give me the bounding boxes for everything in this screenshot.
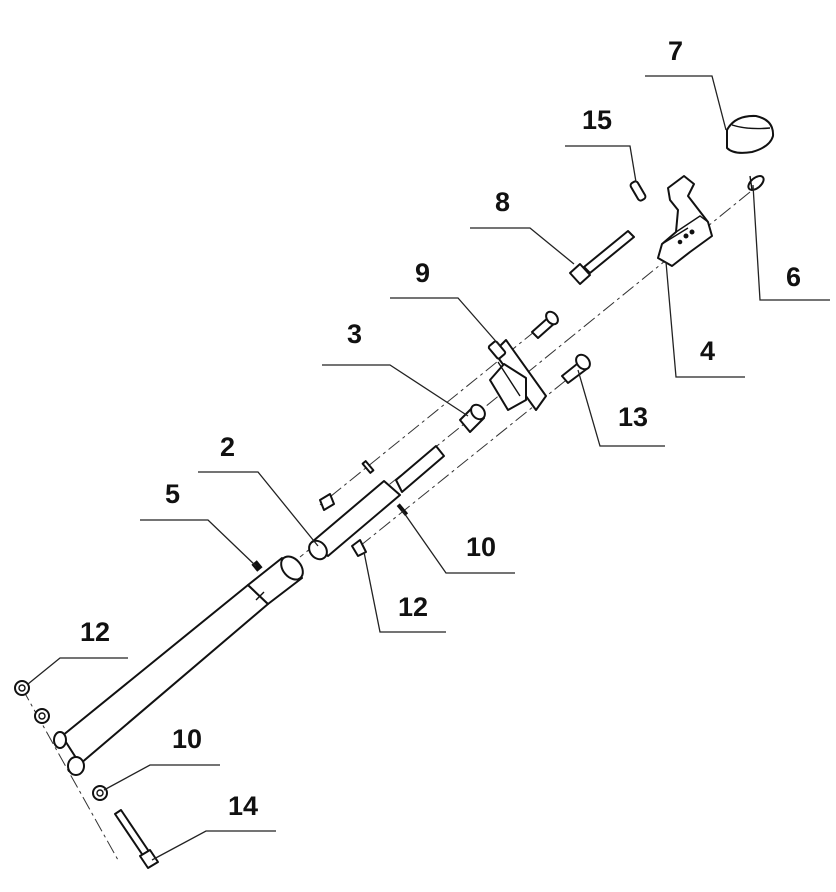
callout-6: 6 [786,262,801,292]
part-5-arm [53,555,304,776]
callout-15: 15 [582,105,612,135]
callout-5: 5 [165,479,180,509]
part-7-knob [726,114,775,154]
callout-12-left: 12 [80,617,110,647]
part-15-pin [629,180,647,202]
callout-14: 14 [228,791,258,821]
callout-12-lower: 12 [398,592,428,622]
part-3-bushing [459,403,486,433]
part-4-lever-bracket [657,175,713,267]
part-13-bolt [561,353,591,384]
washer-left [34,708,50,724]
part-6-washer [747,175,765,191]
callout-8: 8 [495,187,510,217]
part-12-nut-left [14,680,30,696]
callout-2: 2 [220,432,235,462]
part-9-flange-plate [487,339,547,411]
part-10-washer-lower [92,785,108,801]
part-13-bolt-upper [531,310,559,339]
callout-13: 13 [618,402,648,432]
callout-9: 9 [415,258,430,288]
part-2-shaft [308,445,445,561]
leader-lines [27,75,830,861]
assembly-axes [21,191,751,861]
part-14-bolt [114,809,159,869]
callout-labels: 7 15 8 9 6 3 4 13 2 5 10 12 12 10 14 [80,36,801,821]
callout-10-lower: 10 [172,724,202,754]
shaft-spacers [319,460,409,557]
part-8-long-bolt [569,230,635,285]
callout-10-upper: 10 [466,532,496,562]
callout-7: 7 [668,36,683,66]
callout-4: 4 [700,336,715,366]
callout-3: 3 [347,319,362,349]
